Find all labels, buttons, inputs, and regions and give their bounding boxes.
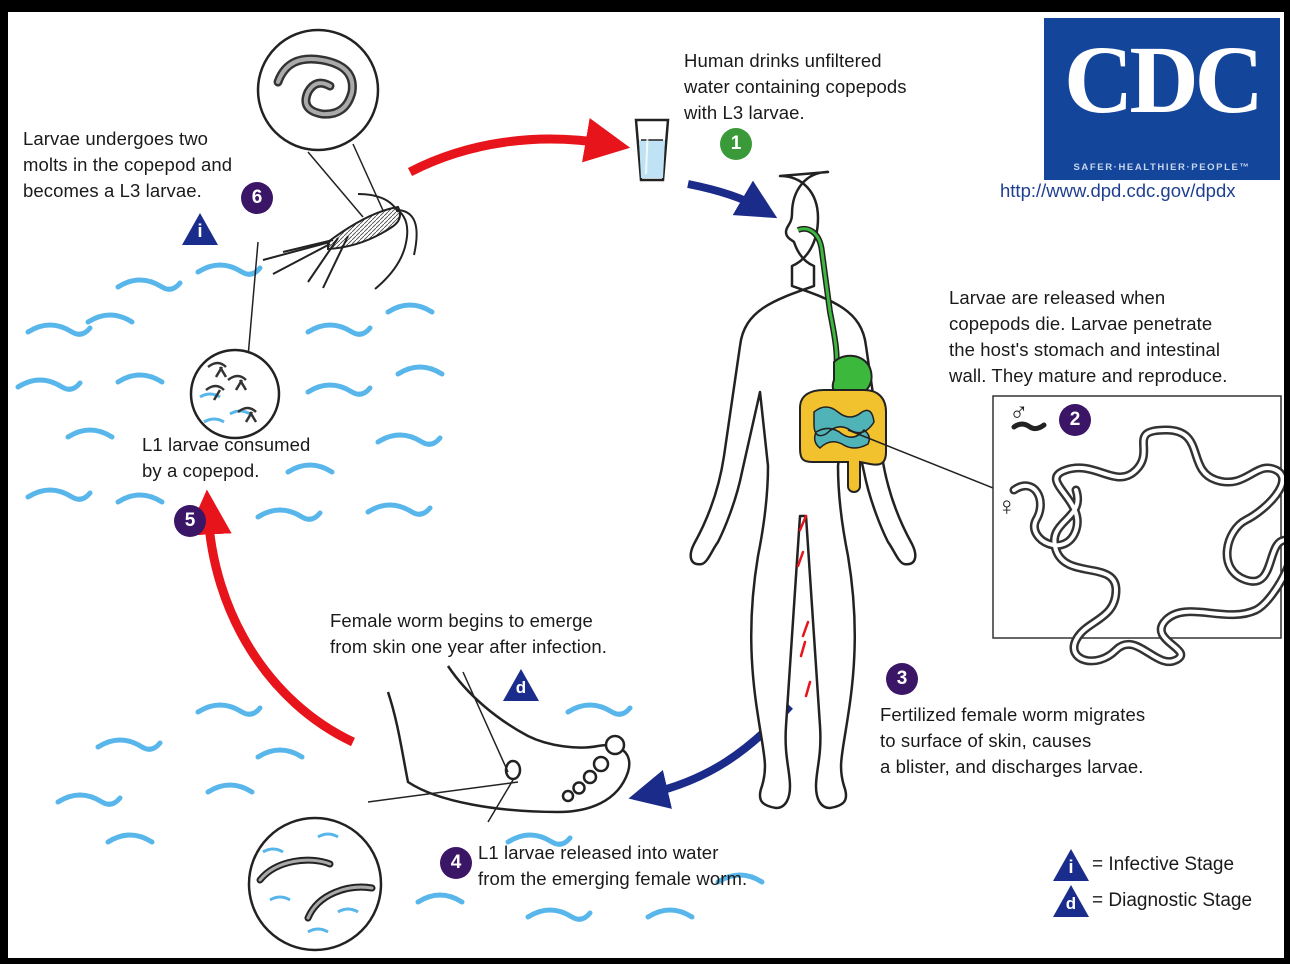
cdc-wordmark: CDC xyxy=(1044,26,1280,134)
l1-larvae-water-inset xyxy=(249,818,381,950)
infective-stage-marker: i xyxy=(181,212,219,246)
step-4-text: L1 larvae released into water from the e… xyxy=(478,840,747,892)
step-6-text: Larvae undergoes two molts in the copepo… xyxy=(23,126,232,204)
legend-infective-letter: i xyxy=(1052,857,1090,878)
step-3-text: Fertilized female worm migrates to surfa… xyxy=(880,702,1145,780)
step-2-badge: 2 xyxy=(1059,404,1091,436)
copepod-icon xyxy=(248,194,417,357)
foot-icon xyxy=(368,666,629,822)
diagram-canvas: CDC SAFER·HEALTHIER·PEOPLE™ http://www.d… xyxy=(8,12,1284,958)
copepod-magnified-inset xyxy=(258,30,386,217)
male-symbol-icon: ♂ xyxy=(1009,398,1029,426)
step-2-text: Larvae are released when copepods die. L… xyxy=(949,285,1227,389)
female-symbol-icon: ♀ xyxy=(997,492,1017,520)
cdc-logo: CDC SAFER·HEALTHIER·PEOPLE™ xyxy=(1044,18,1280,180)
step-5-badge: 5 xyxy=(174,505,206,537)
cdc-tagline: SAFER·HEALTHIER·PEOPLE™ xyxy=(1044,162,1280,173)
step-1-text: Human drinks unfiltered water containing… xyxy=(684,48,907,126)
legend-infective-label: = Infective Stage xyxy=(1092,854,1234,876)
step-3-badge: 3 xyxy=(886,663,918,695)
legend-diagnostic-icon: d xyxy=(1052,884,1090,918)
legend-infective-icon: i xyxy=(1052,848,1090,882)
l1-larvae-inset xyxy=(191,350,279,438)
legend-diagnostic-letter: d xyxy=(1052,894,1090,914)
diagnostic-stage-marker: d xyxy=(502,668,540,702)
step-6-badge: 6 xyxy=(241,182,273,214)
red-arrow-to-drink xyxy=(410,139,608,172)
glass-of-water-icon xyxy=(636,120,668,180)
infective-marker-letter: i xyxy=(181,221,219,242)
legend-diagnostic-label: = Diagnostic Stage xyxy=(1092,890,1252,912)
adult-worms-box xyxy=(993,396,1284,662)
emergence-text: Female worm begins to emerge from skin o… xyxy=(330,608,607,660)
cdc-url-link[interactable]: http://www.dpd.cdc.gov/dpdx xyxy=(1000,180,1236,202)
step-5-text: L1 larvae consumed by a copepod. xyxy=(142,432,310,484)
step-1-badge: 1 xyxy=(720,128,752,160)
blue-arrow-to-body xyxy=(688,184,760,208)
diagnostic-marker-letter: d xyxy=(502,678,540,698)
step-4-badge: 4 xyxy=(440,847,472,879)
